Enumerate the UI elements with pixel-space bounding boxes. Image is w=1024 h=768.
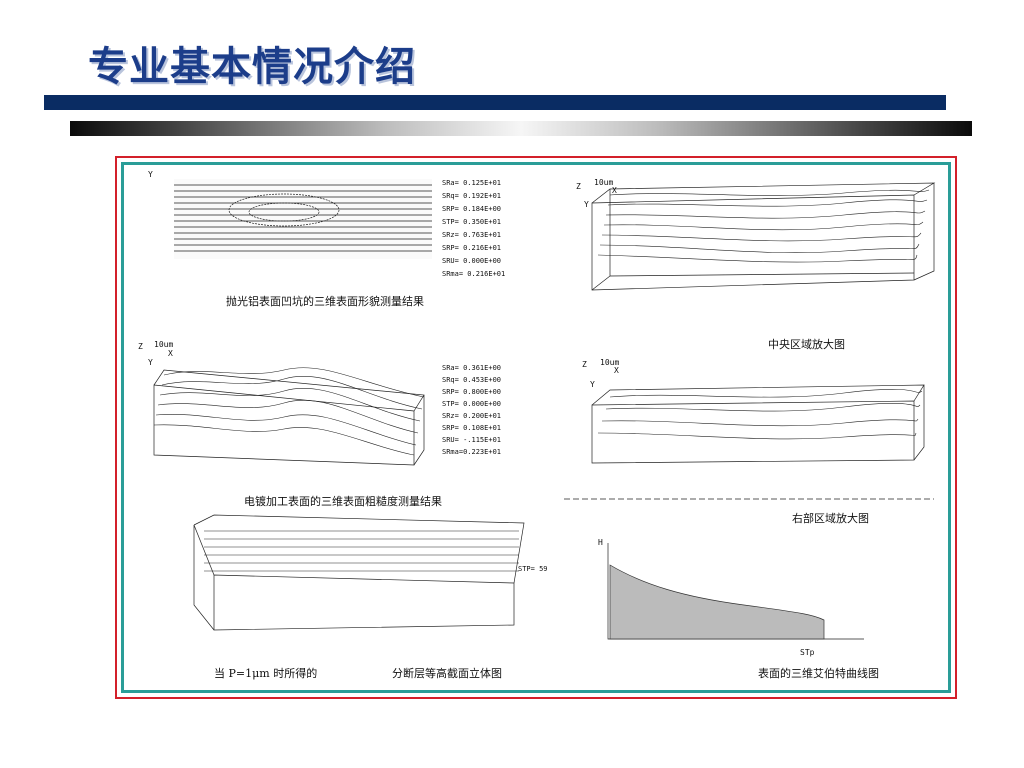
p3-param-0: SRa= 0.361E+00 (442, 364, 501, 372)
image-frame-inner: Y SRa= 0.125E+01 SRq= 0.192E+01 SRP= 0.1… (121, 162, 951, 693)
scanned-figure: Y SRa= 0.125E+01 SRq= 0.192E+01 SRP= 0.1… (138, 170, 936, 680)
p4-axis-z: Z (582, 360, 587, 369)
p3-caption: 电镀加工表面的三维表面粗糙度测量结果 (244, 494, 442, 508)
p5-caption-right: 分断层等高截面立体图 (392, 666, 502, 680)
p3-param-7: SRma=0.223E+01 (442, 448, 501, 456)
p4-axis-scale: 10um (600, 358, 619, 367)
p2-axis-scale: 10um (594, 178, 613, 187)
p1-param-2: SRP= 0.184E+00 (442, 205, 501, 213)
p3-param-6: SRU= -.115E+01 (442, 436, 501, 444)
panel4-surface (564, 384, 934, 500)
page-title: 专业基本情况介绍 (88, 43, 416, 90)
p1-param-7: SRma= 0.216E+01 (442, 270, 505, 278)
p1-param-6: SRU= 0.000E+00 (442, 257, 501, 265)
p4-axis-x: X (614, 366, 619, 375)
p3-param-3: STP= 0.000E+00 (442, 400, 501, 408)
p1-param-3: STP= 0.350E+01 (442, 218, 501, 226)
p1-axis-y: Y (148, 170, 153, 179)
p4-axis-y: Y (590, 380, 595, 389)
p3-param-4: SRz= 0.200E+01 (442, 412, 501, 420)
panel3-surface (153, 367, 425, 466)
p3-params: SRa= 0.361E+00 SRq= 0.453E+00 SRP= 0.800… (442, 364, 501, 456)
p1-params: SRa= 0.125E+01 SRq= 0.192E+01 SRP= 0.184… (442, 179, 505, 278)
panel5-surface (193, 514, 525, 631)
p3-param-5: SRP= 0.108E+01 (442, 424, 501, 432)
p3-axis-scale: 10um (154, 340, 173, 349)
p5-stp-label: STP= 59 (518, 565, 548, 573)
p2-axis-z: Z (576, 182, 581, 191)
p2-axis-x: X (612, 186, 617, 195)
p1-param-5: SRP= 0.216E+01 (442, 244, 501, 252)
p3-param-1: SRq= 0.453E+00 (442, 376, 501, 384)
panel2-surface (591, 182, 936, 291)
p2-axis-y: Y (584, 200, 589, 209)
p3-axis-y: Y (148, 358, 153, 367)
p1-caption: 抛光铝表面凹坑的三维表面形貌测量结果 (226, 294, 424, 308)
p6-axis-h: H (598, 538, 603, 547)
panel6-abbott-curve (607, 543, 864, 640)
p3-axis-x: X (168, 349, 173, 358)
p1-param-0: SRa= 0.125E+01 (442, 179, 501, 187)
p6-axis-x: STp (800, 648, 815, 657)
p1-param-1: SRq= 0.192E+01 (442, 192, 501, 200)
p1-param-4: SRz= 0.763E+01 (442, 231, 501, 239)
title-underline-bar (44, 95, 946, 110)
p3-axis-z: Z (138, 342, 143, 351)
p5-caption-left: 当 P=1μm 时所得的 (214, 666, 317, 680)
image-frame-outer: Y SRa= 0.125E+01 SRq= 0.192E+01 SRP= 0.1… (115, 156, 957, 699)
gradient-divider-bar (70, 121, 972, 136)
p2-caption: 中央区域放大图 (768, 337, 845, 351)
p4-caption: 右部区域放大图 (792, 511, 869, 525)
p6-caption: 表面的三维艾伯特曲线图 (758, 666, 879, 680)
p3-param-2: SRP= 0.800E+00 (442, 388, 501, 396)
panel1-hatching (174, 179, 432, 259)
